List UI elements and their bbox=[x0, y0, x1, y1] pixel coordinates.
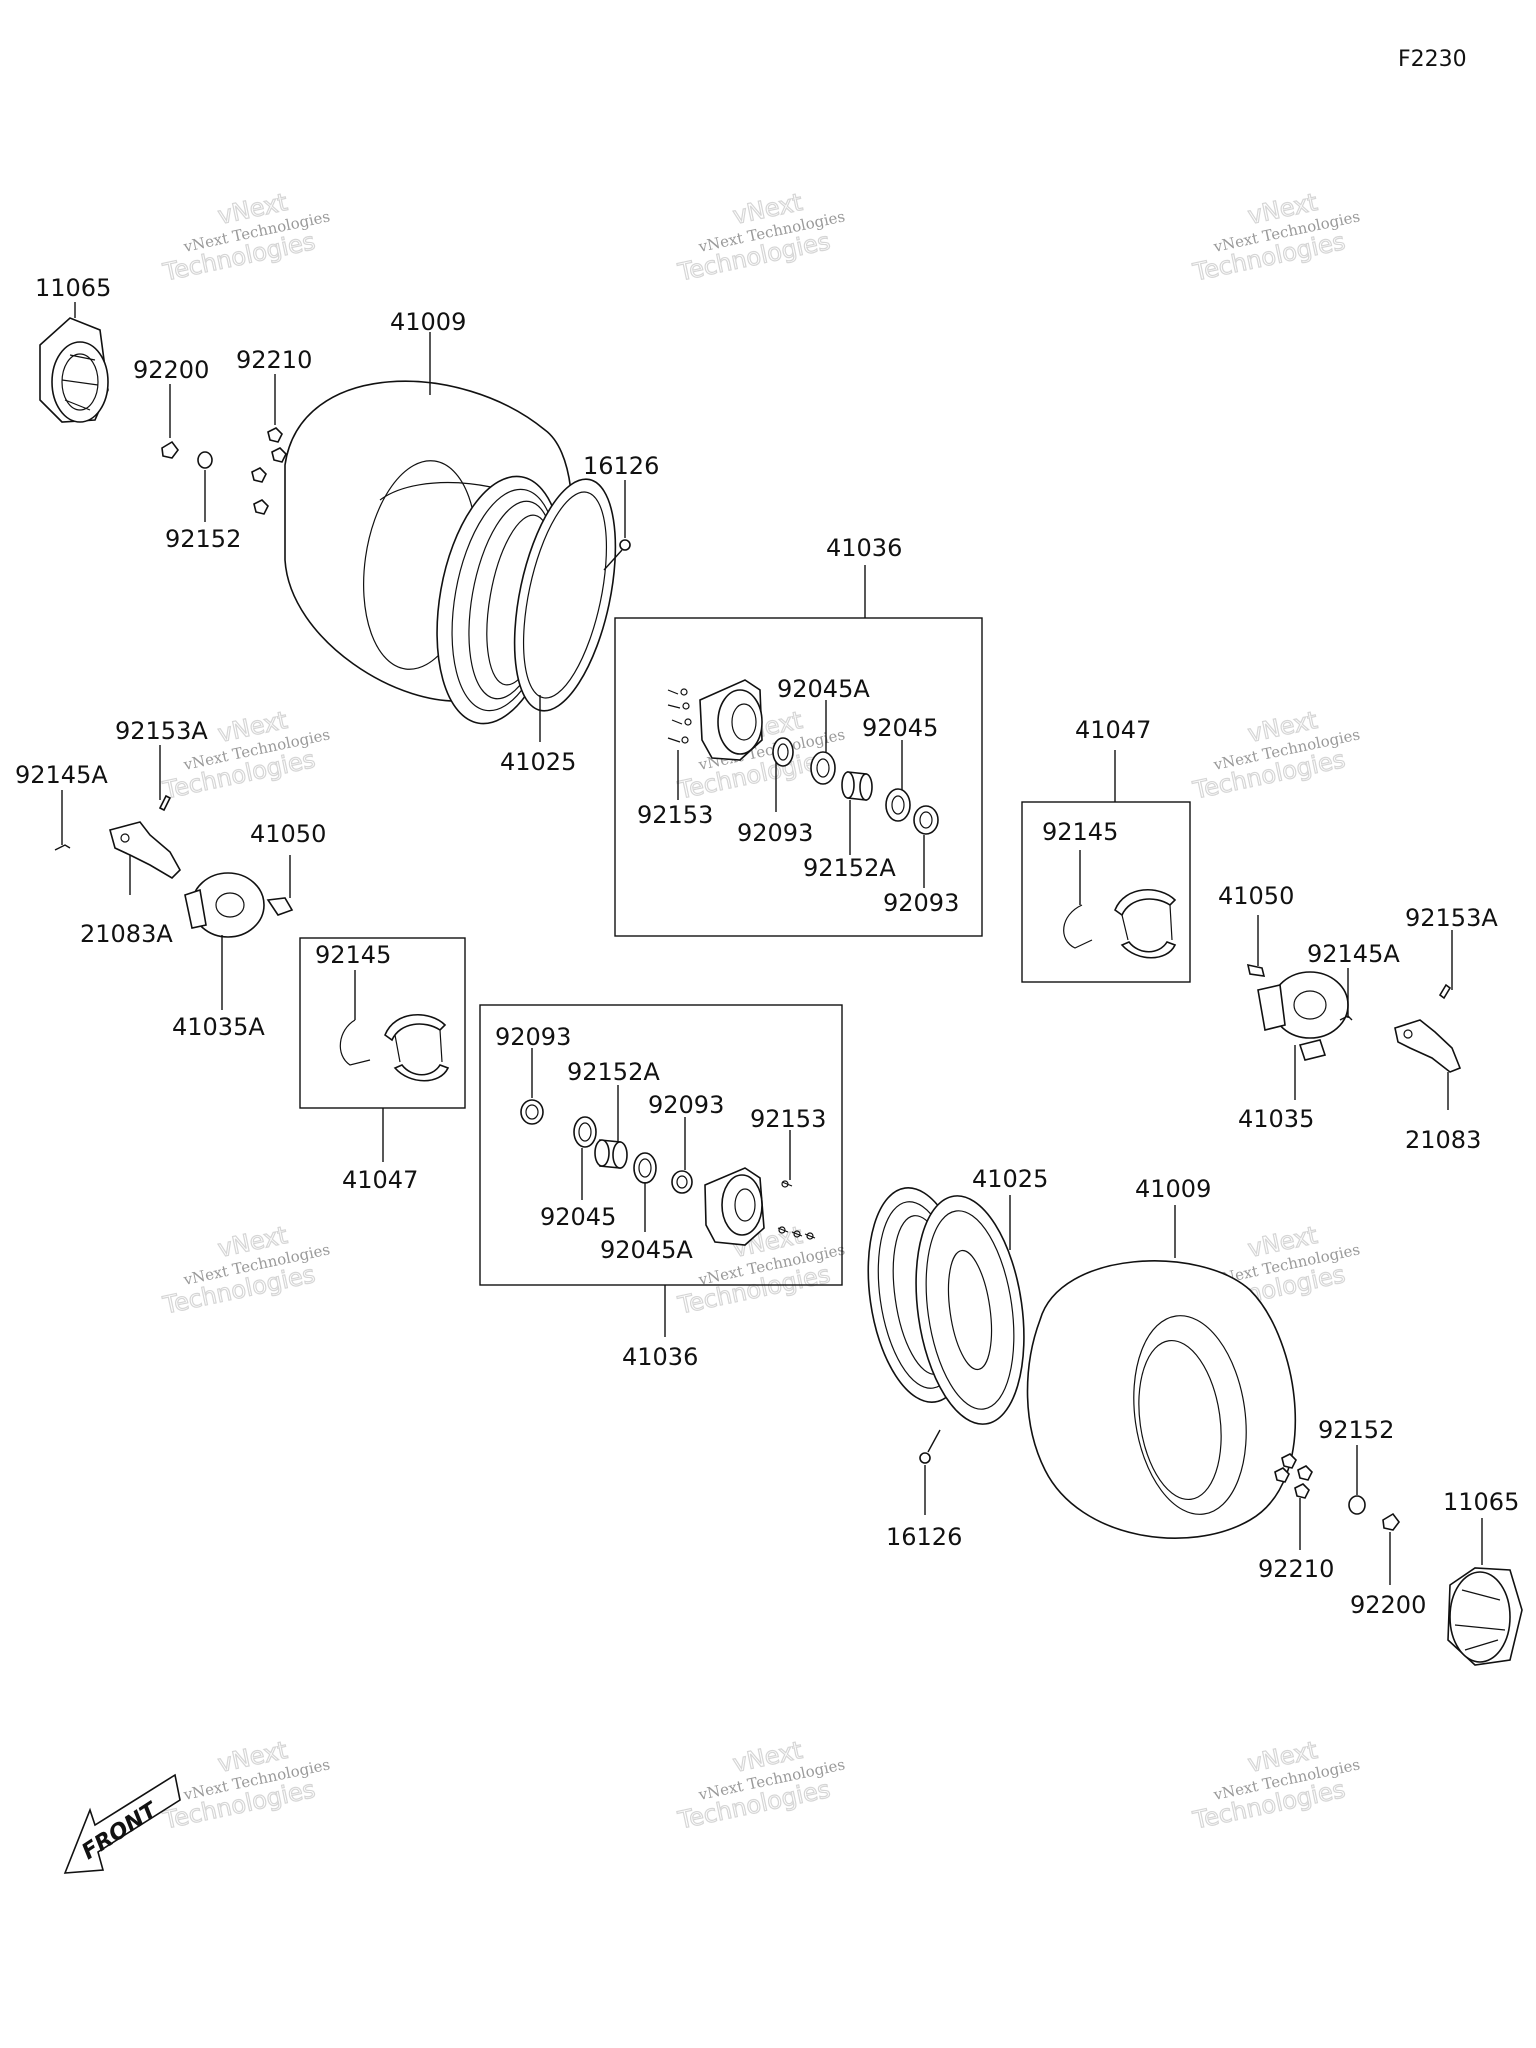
bearing-drawing bbox=[573, 1116, 597, 1148]
part-label-92153a: 92153A bbox=[115, 717, 208, 745]
part-label-92045a: 92045A bbox=[777, 675, 870, 703]
washer-drawing bbox=[197, 451, 213, 469]
lever-drawing bbox=[1394, 1019, 1462, 1073]
seal-drawing bbox=[772, 737, 794, 767]
seal-drawing bbox=[520, 1099, 544, 1125]
part-label-21083a: 21083A bbox=[80, 920, 173, 948]
part-label-92045: 92045 bbox=[862, 714, 938, 742]
part-label-41050: 41050 bbox=[250, 820, 326, 848]
part-label-92152: 92152 bbox=[165, 525, 241, 553]
part-label-92210: 92210 bbox=[236, 346, 312, 374]
part-label-92093: 92093 bbox=[883, 889, 959, 917]
part-label-92093: 92093 bbox=[495, 1023, 571, 1051]
part-label-92210: 92210 bbox=[1258, 1555, 1334, 1583]
bearing-drawing bbox=[633, 1152, 657, 1184]
part-label-41036: 41036 bbox=[622, 1343, 698, 1371]
brake-shoe-drawing bbox=[384, 1014, 450, 1082]
brake-shoe-drawing bbox=[1114, 889, 1177, 959]
hub-drawing bbox=[699, 679, 763, 761]
part-label-41047: 41047 bbox=[342, 1166, 418, 1194]
part-label-92153: 92153 bbox=[750, 1105, 826, 1133]
pin-drawing bbox=[54, 844, 71, 851]
part-label-92145a: 92145A bbox=[1307, 940, 1400, 968]
nut-drawing bbox=[161, 440, 179, 459]
hub-cap-drawing bbox=[1447, 1567, 1523, 1666]
part-label-92152a: 92152A bbox=[803, 854, 896, 882]
rim-drawing bbox=[867, 1187, 1025, 1425]
lug-nuts-drawing bbox=[1274, 1453, 1313, 1499]
valve-drawing bbox=[603, 539, 631, 571]
part-label-41025: 41025 bbox=[500, 748, 576, 776]
part-label-16126: 16126 bbox=[886, 1523, 962, 1551]
bolt-drawing bbox=[1438, 983, 1452, 1000]
part-label-11065: 11065 bbox=[1443, 1488, 1519, 1516]
cam-drawing bbox=[266, 897, 294, 916]
part-label-92145: 92145 bbox=[1042, 818, 1118, 846]
hub-cap-drawing bbox=[39, 317, 109, 423]
part-label-92045a: 92045A bbox=[600, 1236, 693, 1264]
part-label-21083: 21083 bbox=[1405, 1126, 1481, 1154]
part-label-92152a: 92152A bbox=[567, 1058, 660, 1086]
part-label-92153: 92153 bbox=[637, 801, 713, 829]
figure-code: F2230 bbox=[1398, 47, 1467, 72]
part-label-41036: 41036 bbox=[826, 534, 902, 562]
bolt-drawing bbox=[158, 794, 172, 812]
part-label-16126: 16126 bbox=[583, 452, 659, 480]
rim-drawing bbox=[436, 475, 617, 725]
tire-drawing bbox=[1026, 1260, 1297, 1539]
part-label-41009: 41009 bbox=[1135, 1175, 1211, 1203]
part-label-41035: 41035 bbox=[1238, 1105, 1314, 1133]
valve-drawing bbox=[919, 1429, 941, 1464]
part-label-41050: 41050 bbox=[1218, 882, 1294, 910]
part-label-92152: 92152 bbox=[1318, 1416, 1394, 1444]
seal-drawing bbox=[913, 805, 939, 835]
part-label-92045: 92045 bbox=[540, 1203, 616, 1231]
lug-nuts-drawing bbox=[251, 427, 287, 515]
part-label-41035a: 41035A bbox=[172, 1013, 265, 1041]
spring-drawing bbox=[1063, 904, 1093, 949]
part-label-92153a: 92153A bbox=[1405, 904, 1498, 932]
spacer-drawing bbox=[841, 771, 873, 801]
group-box-41047-right bbox=[1021, 801, 1191, 983]
spring-drawing bbox=[339, 1019, 371, 1066]
part-label-11065: 11065 bbox=[35, 274, 111, 302]
washer-drawing bbox=[1348, 1495, 1366, 1515]
part-label-92145a: 92145A bbox=[15, 761, 108, 789]
part-label-92093: 92093 bbox=[737, 819, 813, 847]
part-label-41025: 41025 bbox=[972, 1165, 1048, 1193]
bolts-drawing bbox=[777, 1180, 816, 1240]
front-arrow: FRONT bbox=[63, 1773, 181, 1874]
part-label-41047: 41047 bbox=[1075, 716, 1151, 744]
group-box-41036-bottom bbox=[479, 1004, 843, 1286]
nut-drawing bbox=[1382, 1512, 1400, 1531]
brake-panel-drawing bbox=[1257, 971, 1349, 1061]
brake-panel-drawing bbox=[184, 872, 265, 938]
part-label-92200: 92200 bbox=[1350, 1591, 1426, 1619]
bolts-drawing bbox=[667, 688, 692, 744]
bearing-drawing bbox=[810, 751, 836, 785]
part-label-92093: 92093 bbox=[648, 1091, 724, 1119]
group-box-41036-top bbox=[614, 617, 983, 937]
hub-drawing bbox=[704, 1167, 765, 1246]
bolt-drawing bbox=[1246, 963, 1266, 977]
lever-drawing bbox=[109, 821, 181, 880]
part-label-41009: 41009 bbox=[390, 308, 466, 336]
part-label-92200: 92200 bbox=[133, 356, 209, 384]
part-label-92145: 92145 bbox=[315, 941, 391, 969]
bearing-drawing bbox=[885, 788, 911, 822]
seal-drawing bbox=[671, 1170, 693, 1194]
spacer-drawing bbox=[594, 1139, 628, 1169]
